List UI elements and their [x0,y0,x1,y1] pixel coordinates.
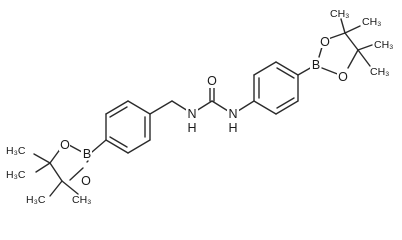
bond [149,100,173,115]
bond [127,139,151,154]
bond [35,162,51,173]
atom-nitrogen-right: N [228,107,237,121]
bond [253,61,277,76]
bond [276,97,295,109]
atom-hydrogen-left: H [187,121,196,135]
atom-boron-left: B [83,147,91,161]
bond [211,100,229,112]
methyl-right-upper-a: CH₃ [330,8,349,20]
bond [344,25,361,34]
molecule-canvas: B O O N H O N H B O O H₃C H₃C H₃C CH₃ CH… [6,8,393,206]
bond [91,139,107,153]
bond [127,100,151,115]
bond [171,100,189,112]
bond [195,100,213,112]
methyl-left-lower-a: H₃C [26,194,46,206]
bond [86,160,89,163]
bond [105,139,129,154]
bond [275,61,299,76]
bond [276,67,295,79]
atom-hydrogen-right: H [228,121,237,135]
atom-oxygen-left-upper: O [60,138,70,152]
atom-oxygen-right-upper: O [320,35,330,49]
bond [109,136,128,148]
atom-boron-right: B [312,58,320,72]
bond [49,180,63,197]
atom-labels: B O O N H O N H B O O [59,34,348,188]
bond [297,66,313,76]
bond [327,32,346,40]
bond [61,180,79,195]
bond [318,46,323,58]
atom-oxygen-right-lower: O [338,70,348,84]
bond [49,162,63,182]
structure-diagram: B O O N H O N H B O O H₃C H₃C H₃C CH₃ CH… [6,8,393,206]
methyl-right-lower-b: CH₃ [370,66,389,78]
atom-oxygen-carbonyl: O [207,74,217,88]
bond [68,144,83,153]
methyl-labels: H₃C H₃C H₃C CH₃ CH₃ CH₃ CH₃ CH₃ [6,8,393,206]
bond [357,44,373,51]
bond [69,167,84,181]
bond [237,100,255,112]
bond [253,100,277,115]
bond-lines [33,18,373,197]
methyl-right-lower-a: CH₃ [374,39,393,51]
bond [33,153,51,164]
bond [357,49,371,67]
bond [340,18,346,34]
atom-nitrogen-left: N [187,107,196,121]
bond [347,49,359,69]
methyl-left-upper-a: H₃C [6,145,26,157]
methyl-left-lower-b: CH₃ [72,194,91,206]
methyl-right-upper-b: CH₃ [362,16,381,28]
bond [109,106,128,118]
atom-oxygen-left-lower: O [81,174,91,188]
bond [344,32,359,51]
bond [275,100,299,115]
bond [105,100,129,115]
methyl-left-upper-b: H₃C [6,169,26,181]
